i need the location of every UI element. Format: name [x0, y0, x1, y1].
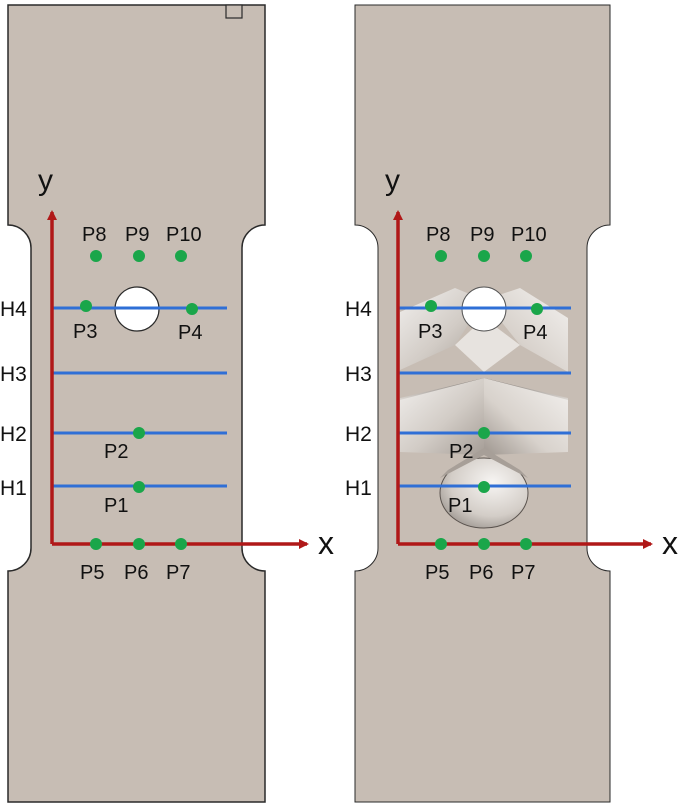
right-label-p9: P9 — [470, 224, 494, 246]
right-label-p6: P6 — [469, 562, 493, 584]
left-label-p9: P9 — [125, 224, 149, 246]
right-point-p4 — [531, 303, 543, 315]
right-label-p3: P3 — [418, 321, 442, 343]
left-point-p4 — [186, 303, 198, 315]
left-label-h4: H4 — [0, 298, 27, 321]
right-label-p5: P5 — [425, 562, 449, 584]
right-point-p3 — [425, 300, 437, 312]
right-label-p1: P1 — [448, 495, 472, 517]
right-point-p8 — [435, 250, 447, 262]
right-label-h4: H4 — [345, 298, 372, 321]
left-y-axis-label: y — [38, 164, 53, 197]
left-label-p4: P4 — [178, 322, 202, 344]
left-point-p7 — [175, 538, 187, 550]
left-label-p2: P2 — [104, 441, 128, 463]
left-specimen-body — [7, 4, 266, 803]
left-point-p6 — [133, 538, 145, 550]
right-y-axis-label: y — [385, 164, 400, 197]
left-point-p10 — [175, 250, 187, 262]
left-corner-notch — [225, 4, 243, 19]
left-point-p8 — [90, 250, 102, 262]
right-point-p10 — [520, 250, 532, 262]
right-point-p6 — [478, 538, 490, 550]
left-point-p2 — [133, 427, 145, 439]
right-point-p5 — [435, 538, 447, 550]
right-label-h3: H3 — [345, 363, 372, 386]
left-label-p10: P10 — [166, 224, 202, 246]
left-label-p3: P3 — [73, 321, 97, 343]
right-point-p2 — [478, 427, 490, 439]
right-point-p7 — [520, 538, 532, 550]
left-label-h1: H1 — [0, 477, 27, 500]
left-label-p6: P6 — [124, 562, 148, 584]
left-point-p9 — [133, 250, 145, 262]
left-point-p1 — [133, 481, 145, 493]
left-point-p3 — [80, 300, 92, 312]
left-label-h2: H2 — [0, 423, 27, 446]
left-label-p7: P7 — [166, 562, 190, 584]
right-panel: y x H4 H3 H2 H1 P8 P9 P10 P3 P4 P2 P1 P5… — [345, 4, 678, 803]
left-label-p1: P1 — [104, 495, 128, 517]
right-point-p1 — [478, 481, 490, 493]
left-label-p5: P5 — [80, 562, 104, 584]
right-label-p2: P2 — [449, 441, 473, 463]
right-label-p10: P10 — [511, 224, 547, 246]
left-x-axis-label: x — [318, 525, 334, 561]
right-label-h1: H1 — [345, 477, 372, 500]
left-label-h3: H3 — [0, 363, 27, 386]
right-x-axis-label: x — [662, 525, 678, 561]
right-point-p9 — [478, 250, 490, 262]
right-label-p7: P7 — [511, 562, 535, 584]
left-panel: y x H4 H3 H2 H1 P8 P9 P10 P3 P4 P2 P1 P5… — [0, 4, 334, 803]
left-label-p8: P8 — [82, 224, 106, 246]
right-label-p4: P4 — [523, 322, 547, 344]
right-label-p8: P8 — [426, 224, 450, 246]
right-label-h2: H2 — [345, 423, 372, 446]
left-point-p5 — [90, 538, 102, 550]
